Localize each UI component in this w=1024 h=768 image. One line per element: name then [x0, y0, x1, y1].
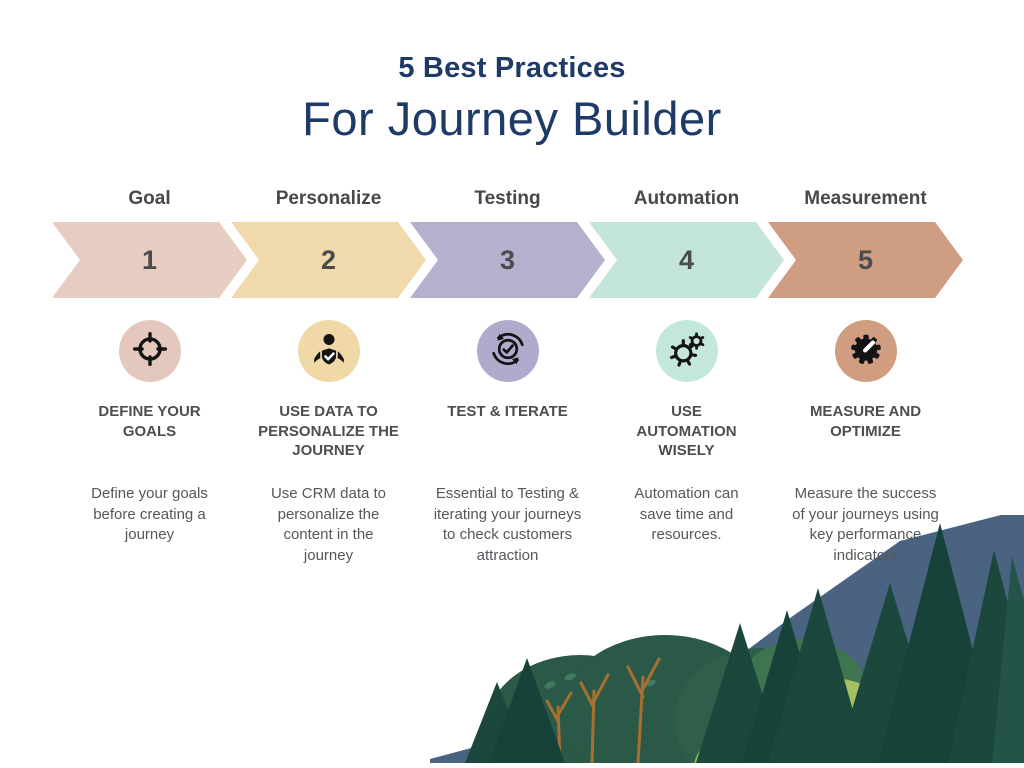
step-label-testing: Testing [474, 188, 541, 209]
step-number-5: 5 [857, 244, 874, 275]
descriptions-row: Define your goals before creating a jour… [60, 484, 1024, 567]
step-number-4: 4 [678, 244, 695, 275]
chevron-step-2: 2 [231, 222, 426, 298]
personalize-icon-circle [297, 320, 360, 382]
subtitles-row: DEFINE YOUR GOALS USE DATA TO PERSONALIZ… [60, 402, 1024, 482]
step-number-1: 1 [141, 244, 158, 275]
iterate-check-icon [490, 331, 526, 372]
page-title: For Journey Builder [302, 92, 722, 145]
description-automation: Automation can save time and resources. [634, 485, 739, 544]
step-label-automation: Automation [633, 188, 740, 209]
step-labels-row: Goal Personalize Testing Automation Meas… [60, 188, 1024, 210]
forest-mountain-illustration [430, 509, 1024, 768]
testing-icon-circle [476, 320, 539, 382]
step-label-measurement: Measurement [804, 188, 927, 209]
content-layer: 5 Best Practices For Journey Builder Goa… [0, 52, 1024, 567]
chevron-step-3: 3 [410, 222, 605, 298]
description-measurement: Measure the success of your journeys usi… [792, 485, 939, 565]
subtitle-use-data: USE DATA TO PERSONALIZE THE JOURNEY [258, 403, 399, 459]
subtitle-automation-wisely: USE AUTOMATION WISELY [636, 403, 737, 459]
subtitle-test-iterate: TEST & ITERATE [447, 403, 568, 420]
step-label-goal: Goal [128, 188, 171, 209]
person-shield-icon [311, 331, 347, 372]
automation-icon-circle [655, 320, 718, 382]
chevron-step-4: 4 [589, 222, 784, 298]
step-number-3: 3 [499, 244, 516, 275]
subtitle-define-goals: DEFINE YOUR GOALS [98, 403, 201, 440]
icons-row [60, 320, 1024, 382]
description-goal: Define your goals before creating a jour… [91, 485, 208, 544]
gear-gauge-icon [848, 331, 884, 372]
description-personalize: Use CRM data to personalize the content … [270, 485, 387, 565]
step-label-personalize: Personalize [275, 188, 382, 209]
subtitle-measure-optimize: MEASURE AND OPTIMIZE [809, 403, 922, 440]
description-testing: Essential to Testing & iterating your jo… [433, 485, 582, 565]
chevron-step-5: 5 [768, 222, 963, 298]
target-icon [132, 331, 168, 372]
goal-icon-circle [118, 320, 181, 382]
step-number-2: 2 [320, 244, 337, 275]
gears-icon [669, 331, 705, 372]
chevron-arrow-row: 1 2 3 4 5 [52, 222, 1024, 298]
chevron-step-1: 1 [52, 222, 247, 298]
kicker-title: 5 Best Practices [398, 52, 626, 84]
measurement-icon-circle [834, 320, 897, 382]
